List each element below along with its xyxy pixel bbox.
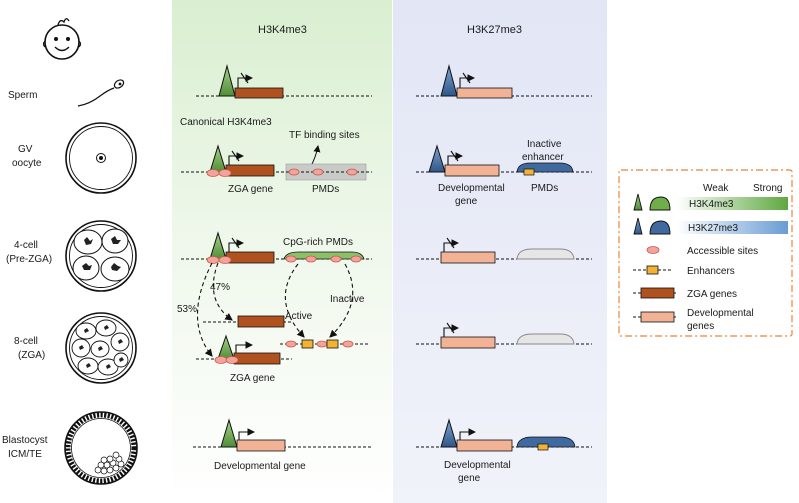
stage-label-8cell-1: 8-cell (14, 336, 38, 347)
k4-cpg-pmds-label: CpG-rich PMDs (283, 237, 353, 248)
legend-weak: Weak (703, 183, 729, 194)
legend-accessible-label: Accessible sites (687, 246, 758, 257)
legend-dev-icon (633, 311, 678, 323)
legend-dev-label-1: Developmental (687, 308, 754, 319)
col-header-h3k4me3: H3K4me3 (258, 24, 307, 36)
k4-zga-gene-label-2: ZGA gene (230, 373, 275, 384)
legend-k4-peak-icon (633, 193, 643, 211)
k27-inactive-enhancer-2: enhancer (522, 152, 564, 163)
k27-blastocyst-row (416, 418, 592, 452)
legend-accessible-icon (646, 246, 660, 254)
legend-k4-label: H3K4me3 (689, 199, 734, 210)
col-header-h3k27me3: H3K27me3 (467, 24, 522, 36)
legend-zga-icon (633, 287, 678, 299)
k4-zga-active-row (196, 334, 292, 365)
stage-label-8cell-2: (ZGA) (18, 350, 45, 361)
legend-strong: Strong (753, 183, 782, 194)
k4-4cell-row (181, 231, 372, 264)
k27-dev-gene-2: gene (455, 196, 478, 207)
k27-pmds-label: PMDs (531, 183, 558, 194)
k4-gv-row (181, 144, 372, 181)
k4-8cell-enhancer-row (280, 339, 370, 349)
k27-8cell-row (416, 322, 592, 349)
k27-dev-gene-blast-2: gene (458, 473, 481, 484)
baby-face-icon (42, 18, 82, 60)
4-cell-embryo-icon (65, 220, 137, 292)
k27-gv-row (416, 144, 592, 177)
k4-dev-gene-label: Developmental gene (214, 461, 306, 472)
k4-8cell-gene-row (203, 315, 292, 328)
k27-dev-gene-blast-1: Developmental (444, 460, 511, 471)
k4-inactive-label: Inactive (330, 294, 365, 305)
legend-k4-gradient (677, 197, 788, 210)
k4-pct47-label: 47% (210, 282, 230, 293)
blastocyst-icon (64, 411, 138, 485)
sperm-icon (77, 79, 125, 107)
legend-enhancers-label: Enhancers (687, 266, 735, 277)
stage-label-blastocyst-1: Blastocyst (2, 435, 48, 446)
k4-tf-binding-label: TF binding sites (289, 130, 360, 141)
legend-k4-domain-icon (649, 196, 671, 211)
k4-arrow-active (284, 263, 305, 338)
stage-label-blastocyst-2: ICM/TE (8, 449, 42, 460)
legend-zga-label: ZGA genes (687, 289, 737, 300)
stage-label-4cell-2: (Pre-ZGA) (6, 254, 52, 265)
k4-canonical-label: Canonical H3K4me3 (180, 117, 272, 128)
8-cell-embryo-icon (65, 312, 137, 384)
k4-blastocyst-row (193, 418, 372, 452)
k27-sperm-row (416, 64, 592, 99)
k4-zga-gene-label: ZGA gene (228, 184, 273, 195)
k4-pct53-label: 53% (177, 304, 197, 315)
k4-sperm-row (196, 64, 372, 99)
k4-pmds-label: PMDs (312, 184, 339, 195)
h3k4me3-panel (172, 0, 392, 503)
stage-label-gv-1: GV (18, 144, 33, 155)
legend-k27-gradient (677, 221, 788, 234)
stage-label-sperm: Sperm (8, 90, 37, 101)
k4-arrow-47 (212, 262, 233, 321)
k27-dev-gene-1: Developmental (438, 183, 505, 194)
k4-active-label: Active (285, 311, 313, 322)
stage-label-gv-2: oocyte (12, 158, 42, 169)
k27-4cell-row (416, 237, 592, 264)
stage-label-4cell-1: 4-cell (14, 240, 38, 251)
legend: Weak Strong H3K4me3 H3K27me3 Accessible … (618, 169, 793, 337)
k27-inactive-enhancer-1: Inactive (527, 139, 562, 150)
legend-k27-peak-icon (633, 217, 643, 235)
k4-arrow-inactive (329, 263, 354, 338)
legend-enhancer-icon (633, 265, 672, 275)
legend-dev-label-2: genes (687, 321, 714, 332)
gv-oocyte-icon (65, 122, 137, 194)
legend-k27-label: H3K27me3 (688, 223, 738, 234)
h3k27me3-panel (393, 0, 607, 503)
legend-k27-domain-icon (649, 220, 671, 235)
